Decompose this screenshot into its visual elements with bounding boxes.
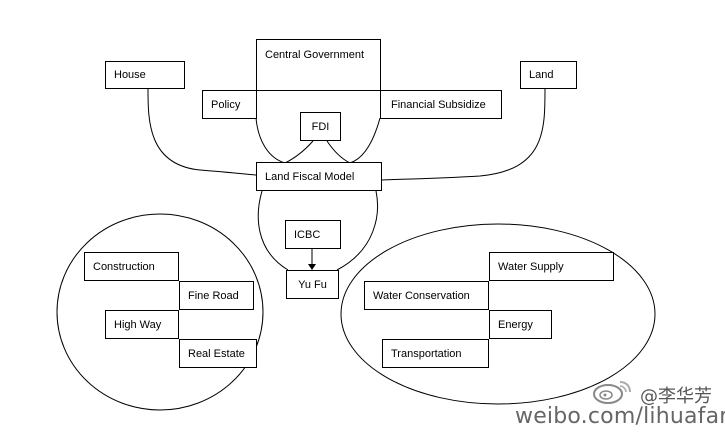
connector-house — [147, 88, 257, 176]
box-policy: Policy — [202, 90, 257, 119]
box-house: House — [105, 61, 185, 89]
box-transportation: Transportation — [382, 339, 489, 368]
box-land: Land — [520, 61, 577, 89]
connector-land — [381, 88, 546, 181]
box-fine-road: Fine Road — [179, 281, 254, 310]
construction-label: Construction — [93, 260, 155, 273]
box-energy: Energy — [489, 310, 552, 339]
connector-fdi-left — [284, 140, 314, 164]
left-group-ellipse — [56, 213, 264, 411]
policy-label: Policy — [211, 98, 241, 111]
connector-lfm-right — [336, 190, 379, 271]
financial-subsidize-label: Financial Subsidize — [391, 98, 486, 111]
watermark-url: weibo.com/lihuafang — [515, 404, 725, 429]
box-fdi: FDI — [300, 112, 341, 141]
connector-fdi-right — [326, 140, 351, 164]
central-government-label: Central Government — [265, 49, 365, 61]
box-central-government: Central Government — [256, 39, 381, 91]
watermark-handle: @李华芳 — [640, 386, 712, 407]
house-label: House — [114, 69, 146, 81]
box-financial-subsidize: Financial Subsidize — [380, 90, 502, 119]
real-estate-label: Real Estate — [188, 347, 245, 360]
box-high-way: High Way — [105, 310, 179, 339]
weibo-logo-icon — [593, 381, 631, 404]
yu-fu-label: Yu Fu — [298, 278, 327, 291]
connector-central-left — [255, 117, 286, 164]
connector-lfm-left — [257, 190, 289, 271]
transportation-label: Transportation — [391, 347, 462, 360]
box-icbc: ICBC — [285, 220, 341, 249]
box-yu-fu: Yu Fu — [286, 270, 339, 299]
land-label: Land — [529, 69, 554, 81]
connector-central-right — [349, 117, 381, 164]
water-supply-label: Water Supply — [498, 260, 564, 273]
fdi-label: FDI — [311, 120, 330, 133]
box-water-supply: Water Supply — [489, 252, 614, 281]
land-fiscal-model-label: Land Fiscal Model — [265, 170, 355, 183]
fine-road-label: Fine Road — [188, 289, 239, 302]
arrowhead-icon — [308, 264, 316, 270]
right-group-ellipse — [340, 223, 656, 405]
high-way-label: High Way — [114, 318, 162, 331]
icbc-label: ICBC — [294, 228, 321, 241]
box-real-estate: Real Estate — [179, 339, 257, 368]
energy-label: Energy — [498, 318, 533, 331]
box-construction: Construction — [84, 252, 179, 281]
water-conservation-label: Water Conservation — [373, 289, 470, 302]
box-water-conservation: Water Conservation — [364, 281, 489, 310]
box-land-fiscal-model: Land Fiscal Model — [256, 162, 382, 191]
